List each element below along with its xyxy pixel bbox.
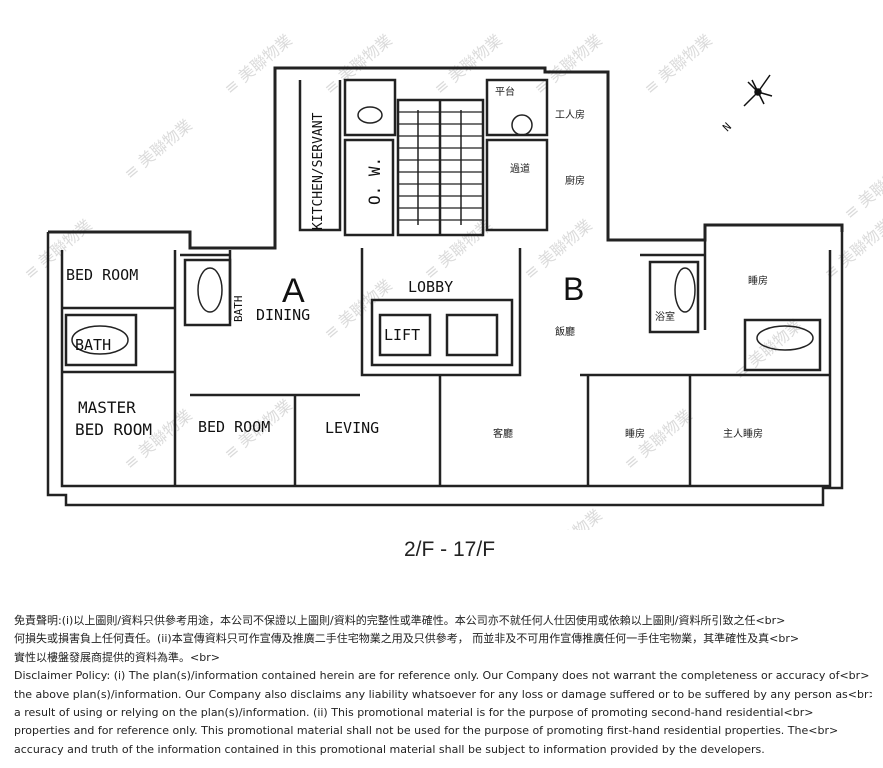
floor-range-caption: 2/F - 17/F: [404, 538, 496, 561]
room-label-lobby: LOBBY: [408, 278, 453, 296]
watermark-text: ≡ 美聯物業: [420, 215, 495, 283]
unit-label-b: B: [563, 271, 584, 307]
stair-arrow: [417, 110, 462, 225]
partition-a1: [62, 250, 360, 486]
outer-wall-left: [46, 232, 844, 507]
watermark-text: ≡ 美聯物業: [840, 155, 883, 223]
outer-wall-top-left: [48, 66, 844, 250]
watermark-text: ≡ 美聯物業: [640, 30, 715, 98]
disclaimer-line: Disclaimer Policy: (i) The plan(s)/infor…: [14, 669, 870, 683]
disclaimer-line: 實性以樓盤發展商提供的資料為準。<br>: [14, 650, 220, 664]
servant-room-b: [485, 138, 549, 232]
watermark-text: ≡ 美聯物業: [530, 30, 605, 98]
bathtub-b: [674, 267, 696, 313]
wc-a: [357, 106, 383, 124]
bathtub-a: [197, 267, 223, 313]
room-label-bath-master: BATH: [75, 336, 111, 354]
room-label-b-bath: 浴室: [655, 310, 675, 323]
toilet-b: [485, 78, 549, 137]
room-label-b-kitchen: 廚房: [565, 174, 585, 187]
room-label-b-servant: 工人房: [555, 108, 585, 121]
room-label-b-corridor: 過道: [510, 162, 530, 175]
bath-master: [64, 313, 138, 367]
compass-north-label: N: [720, 120, 734, 134]
floor-plan: ≡ 美聯物業 ≡ 美聯物業 ≡ 美聯物業 ≡ 美聯物業 ≡ 美聯物業 ≡ 美聯物業 ≡ 美聯…: [20, 30, 883, 530]
watermark-text: ≡ 美聯物業: [120, 115, 195, 183]
disclaimer-line: 何損失或損害負上任何責任。(ii)本宣傳資料只可作宣傳及推廣二手住宅物業之用及只…: [14, 632, 800, 646]
room-label-kitchen-servant: KITCHEN/SERVANT: [311, 112, 326, 230]
room-label-living: LEVING: [325, 419, 379, 437]
bathtub-b2: [756, 325, 814, 351]
room-label-bed-room-2: BED ROOM: [198, 418, 270, 436]
room-label-ow: O. W.: [365, 157, 384, 205]
watermark-text: ≡ 美聯物業: [520, 215, 595, 283]
disclaimer-line: accuracy and truth of the information co…: [14, 742, 765, 756]
room-label-dining: DINING: [256, 306, 310, 324]
inner-wall-a: [60, 250, 832, 488]
room-label-b-balcony: 平台: [495, 85, 515, 98]
room-label-master-2: BED ROOM: [75, 420, 152, 439]
partition-b1: [580, 240, 830, 486]
compass-icon: [743, 74, 773, 107]
toilet-a: [343, 78, 397, 137]
bath-b: [648, 260, 700, 334]
kitchen-wall: [298, 80, 342, 232]
watermark-text: ≡ 美聯物業: [220, 30, 295, 98]
bathtub-master: [71, 325, 129, 355]
room-label-bath-a: BATH: [232, 296, 245, 323]
room-label-bed-room-a: BED ROOM: [66, 266, 138, 284]
watermark-text: ≡ 美聯物業: [530, 505, 605, 530]
watermark-text: ≡ 美聯物業: [320, 30, 395, 98]
lobby-frame: [370, 298, 514, 367]
disclaimer-block: 免責聲明:(i)以上圖則/資料只供參考用途，本公司不保證以上圖則/資料的完整性或…: [14, 612, 872, 759]
disclaimer-line: 免責聲明:(i)以上圖則/資料只供參考用途，本公司不保證以上圖則/資料的完整性或…: [14, 614, 786, 627]
unit-label-a: A: [282, 272, 305, 310]
bath-b2: [743, 318, 822, 372]
stair-treads: [398, 111, 483, 221]
room-label-b-bedroom: 睡房: [625, 427, 645, 440]
room-label-lift: LIFT: [384, 326, 420, 344]
ow-room: [343, 138, 395, 237]
disclaimer-line: the above plan(s)/information. Our Compa…: [14, 687, 872, 701]
room-label-b-dining: 飯廳: [555, 325, 575, 338]
room-label-b-master: 主人睡房: [723, 427, 763, 440]
room-label-b-living: 客廳: [493, 427, 513, 440]
bath-a: [183, 258, 232, 327]
disclaimer-line: properties and for reference only. This …: [14, 724, 839, 738]
lift-1: [378, 313, 432, 357]
lift-2: [445, 313, 499, 357]
partition-a2: [62, 370, 442, 486]
room-label-master-1: MASTER: [78, 398, 136, 417]
wc-b: [511, 114, 533, 136]
room-label-b-bedroom-top: 睡房: [748, 274, 768, 287]
disclaimer-line: a result of using or relying on the plan…: [14, 706, 814, 720]
